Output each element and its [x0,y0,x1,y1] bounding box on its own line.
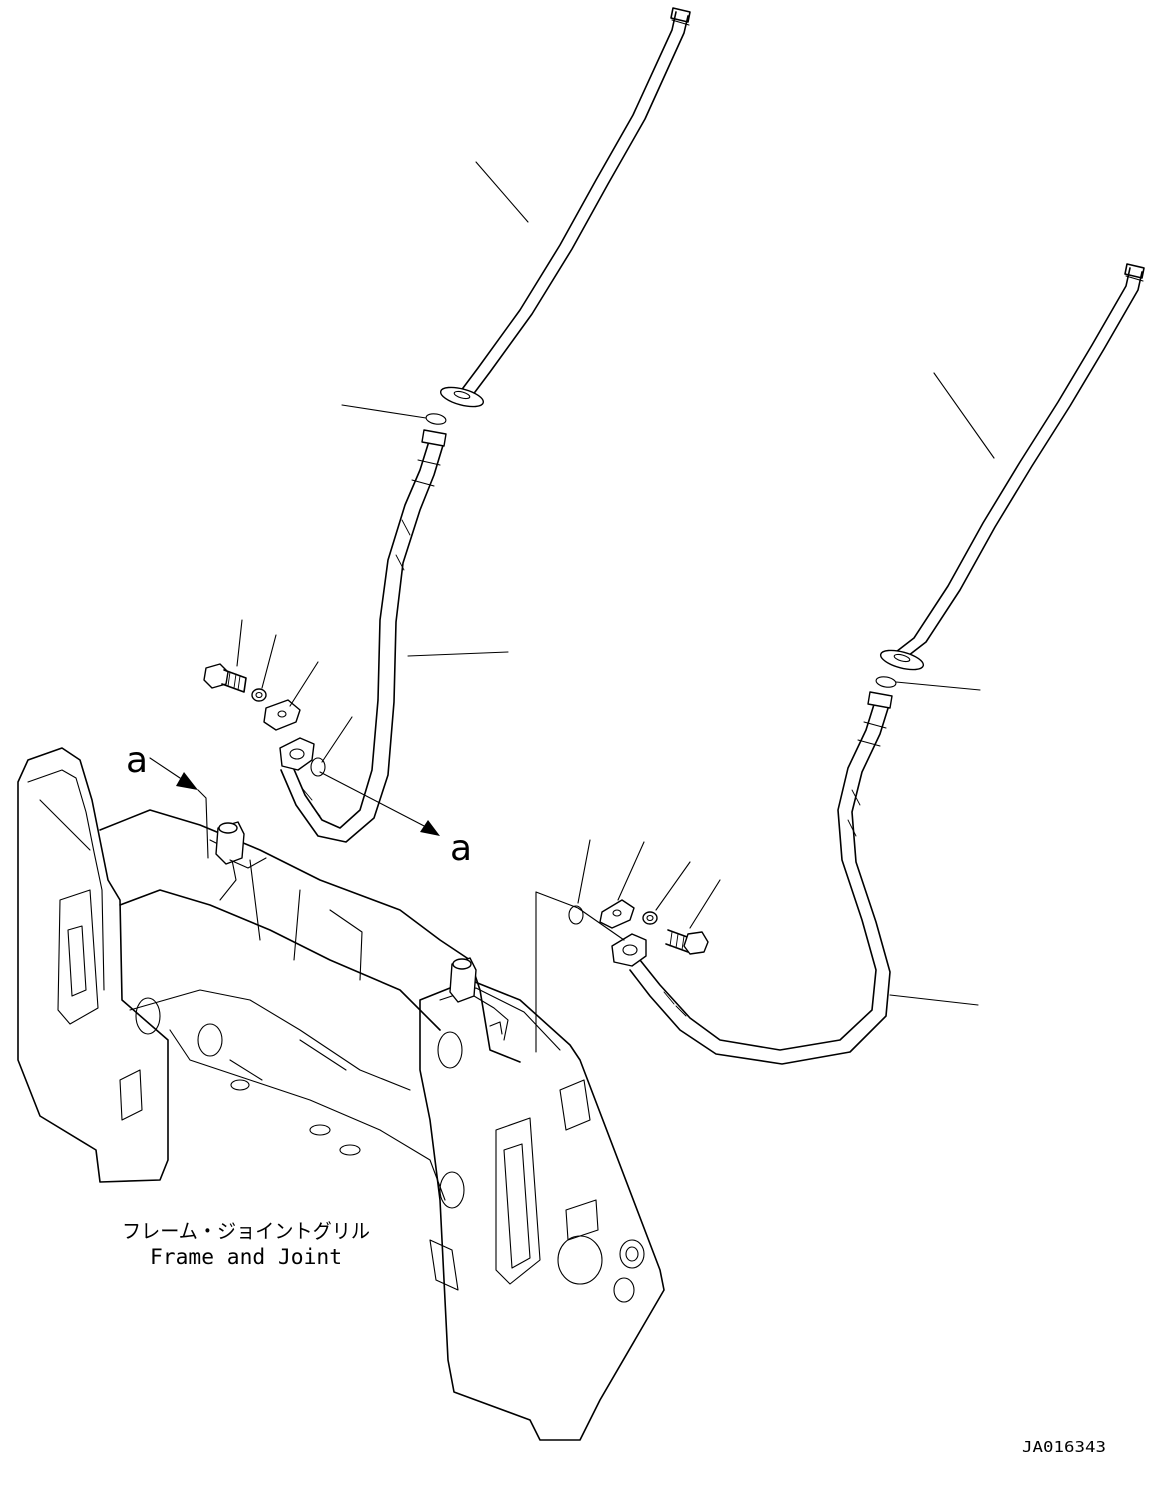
frame-label-english: Frame and Joint [150,1245,342,1269]
right-o-ring-lower [568,905,584,925]
view-marker-left: a [126,740,148,781]
view-arrow-left [149,757,209,859]
left-hose [280,429,447,843]
left-clamp-half [263,699,301,731]
left-o-ring-lower [310,757,326,777]
view-arrow-right [319,771,440,836]
frame-and-joint [17,747,665,1441]
left-o-ring-upper [425,413,447,425]
frame-label-japanese: フレーム・ジョイントグリル [122,1219,370,1243]
right-bolt [665,929,709,955]
left-steel-tube [439,7,691,408]
right-split-flange [611,933,647,967]
right-hose [629,691,893,1065]
left-leader-lines [236,161,529,763]
right-steel-tube [879,263,1145,671]
left-washer [251,688,267,702]
drawing-number: JA016343 [1022,1438,1106,1456]
right-leader-lines [535,372,995,1053]
right-clamp-half [599,899,635,929]
right-o-ring-upper [875,676,897,688]
right-washer [642,911,658,925]
view-marker-right: a [450,828,472,869]
left-bolt [203,663,247,693]
left-split-flange [279,737,315,771]
